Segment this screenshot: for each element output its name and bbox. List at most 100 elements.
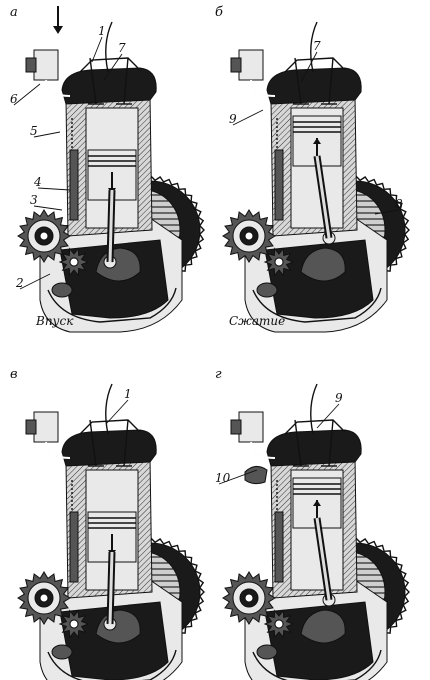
crankcase-sump-line <box>252 649 382 680</box>
head-fins <box>79 419 141 435</box>
callout-leader <box>232 109 264 126</box>
panel-letter: б <box>215 5 223 20</box>
spark-plug-wire <box>105 21 113 73</box>
callout-leader <box>103 53 123 81</box>
intake-manifold-bore <box>45 441 71 459</box>
connecting-rod-web <box>108 189 114 263</box>
cylinder-head <box>61 429 157 467</box>
timing-gear-small-axle <box>69 619 79 629</box>
crankcase-sump-line <box>47 649 177 680</box>
carburetor <box>33 49 59 81</box>
callout-label: 1 <box>98 24 106 38</box>
crankshaft-end <box>256 644 278 660</box>
valve-lifter <box>274 149 284 221</box>
carburetor <box>238 49 264 81</box>
crankshaft-end <box>51 644 73 660</box>
crankcase-sump-line <box>252 287 382 323</box>
callout-leader <box>19 273 51 290</box>
panel-caption: Сжатие <box>229 314 285 328</box>
spark-plug-wire <box>310 21 318 73</box>
callout-leader <box>105 399 129 425</box>
panel-letter: г <box>215 367 222 382</box>
intake-manifold-bore <box>250 441 276 459</box>
cylinder-head <box>266 67 362 105</box>
valve-lifter <box>69 511 79 583</box>
callout-leader <box>374 209 400 215</box>
timing-gear-small-axle <box>69 257 79 267</box>
intake-manifold-bore <box>250 79 276 97</box>
callout-label: 1 <box>124 387 132 401</box>
timing-gear-small-axle <box>274 619 284 629</box>
cylinder-head <box>266 429 362 467</box>
head-fins <box>284 57 346 73</box>
carburetor-float <box>230 419 242 435</box>
crankshaft-end <box>256 282 278 298</box>
panel-v: в1 <box>10 367 205 680</box>
callout-leader <box>13 83 41 106</box>
panel-letter: в <box>10 367 18 382</box>
head-fins <box>284 419 346 435</box>
callout-label: 4 <box>33 175 42 189</box>
valve-lifter <box>274 511 284 583</box>
intake-valve <box>294 419 302 467</box>
callout-label: 2 <box>15 276 24 290</box>
piston-motion-arrowhead <box>313 500 321 506</box>
callout-label: 8 <box>395 197 403 211</box>
callout-label: 6 <box>10 92 18 106</box>
callout-leader <box>300 51 318 83</box>
panel-g: г 9 10 <box>215 367 410 680</box>
panel-letter: а <box>10 5 18 20</box>
exhaust-pipe <box>244 466 268 485</box>
callout-label: 10 <box>215 471 231 485</box>
callout-label: 3 <box>30 193 38 207</box>
callout-leader <box>218 469 258 485</box>
panel-caption: Впуск <box>35 314 74 328</box>
exhaust-valve <box>328 419 334 467</box>
timing-gear-large-axle <box>39 231 49 241</box>
connecting-rod-web <box>108 551 114 625</box>
callout-label: 9 <box>335 391 343 405</box>
carburetor <box>238 411 264 443</box>
intake-valve <box>89 57 97 105</box>
crankcase-sump-line <box>47 287 177 323</box>
exhaust-valve <box>123 419 129 467</box>
exhaust-valve <box>123 57 129 105</box>
callout-leader <box>33 131 61 138</box>
cylinder-head <box>61 67 157 105</box>
spark-plug-wire <box>310 383 318 435</box>
piston-motion-arrowhead <box>313 138 321 144</box>
carburetor <box>33 411 59 443</box>
callout-label: 7 <box>118 41 126 55</box>
timing-gear-large-axle <box>244 593 254 603</box>
head-fins <box>79 57 141 73</box>
crank-counterweight <box>300 247 346 282</box>
crankshaft-end <box>51 282 73 298</box>
intake-manifold-bore <box>45 79 71 97</box>
callout-label: 7 <box>313 39 321 53</box>
carburetor-float <box>230 57 242 73</box>
callout-label: 5 <box>30 124 38 138</box>
carburetor-float <box>25 419 37 435</box>
timing-gear-large-axle <box>39 593 49 603</box>
callout-leader <box>316 403 340 429</box>
carburetor-float <box>25 57 37 73</box>
callout-label: 9 <box>229 112 237 126</box>
exhaust-valve <box>328 57 334 105</box>
timing-gear-small-axle <box>274 257 284 267</box>
callout-leader <box>33 205 63 211</box>
intake-arrowhead <box>53 26 63 34</box>
connecting-rod-web <box>315 155 331 239</box>
callout-leader <box>91 36 103 63</box>
intake-valve <box>294 57 302 105</box>
timing-gear-large-axle <box>244 231 254 241</box>
spark-plug-wire <box>105 383 113 435</box>
connecting-rod-web <box>315 517 331 601</box>
callout-leader <box>37 187 71 191</box>
intake-valve <box>89 419 97 467</box>
valve-lifter <box>69 149 79 221</box>
crank-counterweight <box>300 609 346 644</box>
